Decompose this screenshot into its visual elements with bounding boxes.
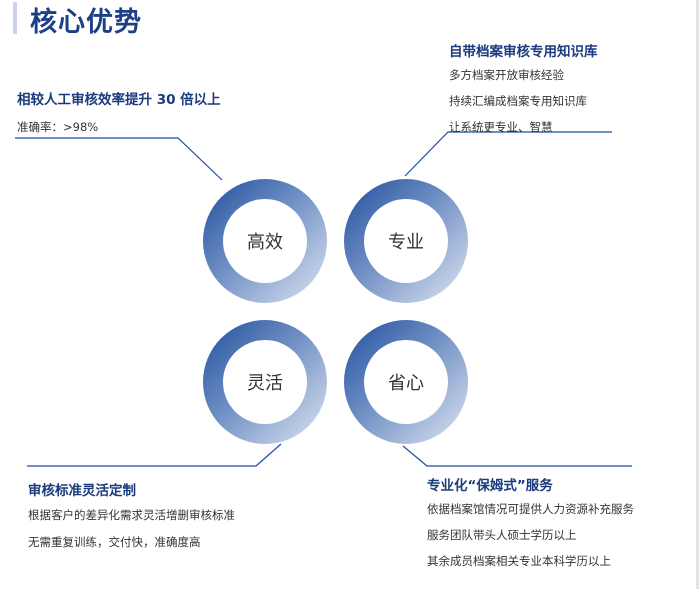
- efficiency-heading: 相较人工审核效率提升 30 倍以上: [17, 92, 221, 108]
- ring-label: 省心: [388, 373, 424, 394]
- ring-label: 灵活: [247, 373, 283, 394]
- ring-efficient: 高效: [203, 179, 327, 303]
- ring-label: 高效: [247, 232, 283, 253]
- ring-professional: 专业: [344, 179, 468, 303]
- connector-bottom-left: [27, 443, 282, 467]
- connector-top-left: [15, 137, 223, 181]
- custom-heading: 审核标准灵活定制: [28, 483, 136, 499]
- page-edge-strip: [696, 0, 699, 589]
- knowledge-line: 多方档案开放审核经验: [449, 68, 564, 82]
- connector-top-right: [404, 131, 612, 177]
- ring-worry-free: 省心: [344, 320, 468, 444]
- advantage-efficiency-block: 相较人工审核效率提升 30 倍以上 准确率：>98%: [17, 88, 221, 138]
- ring-label: 专业: [388, 232, 424, 253]
- efficiency-line: 准确率：>98%: [17, 120, 99, 134]
- advantage-service-block: 专业化“保姆式”服务 依据档案馆情况可提供人力资源补充服务 服务团队带头人硕士学…: [427, 474, 634, 572]
- custom-line: 根据客户的差异化需求灵活增删审核标准: [28, 508, 235, 522]
- service-line: 服务团队带头人硕士学历以上: [427, 528, 577, 542]
- ring-flexible: 灵活: [203, 320, 327, 444]
- connector-bottom-right: [402, 445, 632, 467]
- advantage-knowledge-block: 自带档案审核专用知识库 多方档案开放审核经验 持续汇编成档案专用知识库 让系统更…: [449, 40, 598, 138]
- title-accent-bar: [13, 2, 17, 34]
- advantage-custom-block: 审核标准灵活定制 根据客户的差异化需求灵活增删审核标准 无需重复训练，交付快，准…: [28, 479, 235, 553]
- knowledge-line: 持续汇编成档案专用知识库: [449, 94, 587, 108]
- knowledge-heading: 自带档案审核专用知识库: [449, 44, 598, 60]
- service-heading: 专业化“保姆式”服务: [427, 478, 553, 494]
- service-line: 其余成员档案相关专业本科学历以上: [427, 554, 611, 568]
- custom-line: 无需重复训练，交付快，准确度高: [28, 535, 201, 549]
- page-title: 核心优势: [30, 7, 142, 38]
- service-line: 依据档案馆情况可提供人力资源补充服务: [427, 502, 634, 516]
- knowledge-line: 让系统更专业、智慧: [449, 120, 553, 134]
